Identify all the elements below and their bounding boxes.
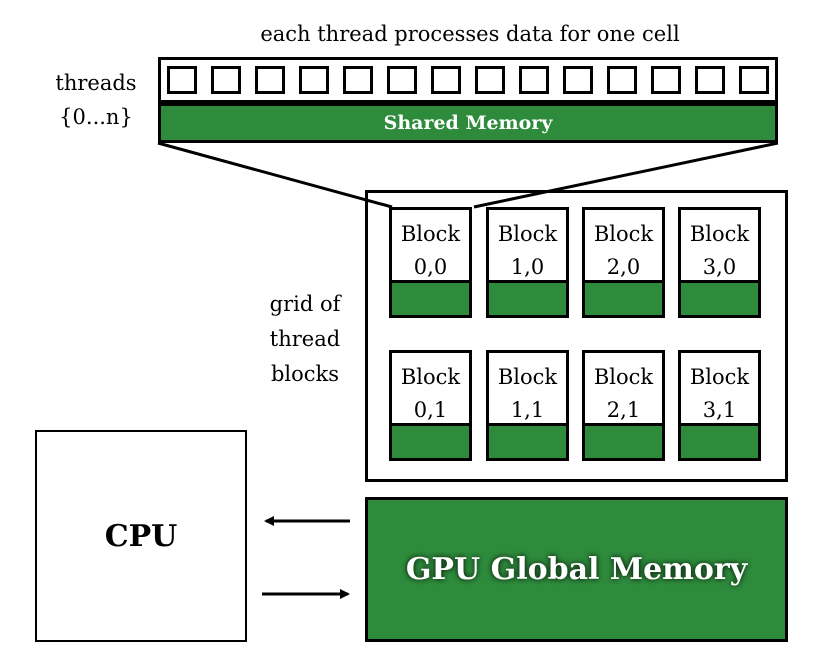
block-shared-memory — [681, 280, 758, 315]
threads-label: threads {0...n} — [40, 66, 152, 134]
thread-row — [158, 57, 778, 103]
block-id: 2,0 — [606, 255, 641, 279]
block-word: Block — [497, 222, 558, 246]
block-shared-memory — [681, 423, 758, 458]
threads-label-line1: threads — [55, 71, 137, 95]
thread-cell — [431, 66, 461, 94]
shared-memory-bar: Shared Memory — [158, 103, 778, 143]
grid-label-line1: grid of — [269, 292, 341, 316]
block-shared-memory — [489, 423, 566, 458]
block-word: Block — [497, 365, 558, 389]
block-label: Block 0,1 — [392, 361, 469, 427]
thread-cell — [739, 66, 769, 94]
block-label: Block 3,0 — [681, 218, 758, 284]
block-word: Block — [689, 222, 750, 246]
thread-block: Block 3,0 — [678, 207, 761, 318]
gpu-global-memory: GPU Global Memory — [365, 497, 788, 642]
thread-block: Block 3,1 — [678, 350, 761, 461]
thread-block: Block 1,1 — [486, 350, 569, 461]
block-id: 0,0 — [413, 255, 448, 279]
cpu-label: CPU — [104, 518, 178, 554]
block-label: Block 3,1 — [681, 361, 758, 427]
block-word: Block — [593, 365, 654, 389]
block-word: Block — [593, 222, 654, 246]
cpu-box: CPU — [35, 430, 247, 642]
thread-cell — [167, 66, 197, 94]
block-shared-memory — [489, 280, 566, 315]
block-label: Block 0,0 — [392, 218, 469, 284]
thread-cell — [475, 66, 505, 94]
block-label: Block 2,1 — [585, 361, 662, 427]
thread-cell — [607, 66, 637, 94]
block-shared-memory — [585, 280, 662, 315]
block-word: Block — [400, 365, 461, 389]
block-id: 1,1 — [510, 398, 545, 422]
gpu-global-memory-label: GPU Global Memory — [405, 552, 748, 587]
thread-block: Block 2,0 — [582, 207, 665, 318]
zoom-line-left — [157, 141, 393, 209]
threads-label-line2: {0...n} — [59, 105, 133, 129]
block-shared-memory — [392, 280, 469, 315]
block-id: 3,0 — [702, 255, 737, 279]
thread-block: Block 0,0 — [389, 207, 472, 318]
thread-cell — [299, 66, 329, 94]
thread-cell — [255, 66, 285, 94]
thread-cell — [651, 66, 681, 94]
zoom-line-right — [473, 141, 779, 209]
thread-cell — [563, 66, 593, 94]
thread-cell — [343, 66, 373, 94]
block-label: Block 1,1 — [489, 361, 566, 427]
block-shared-memory — [392, 423, 469, 458]
block-word: Block — [689, 365, 750, 389]
thread-cell — [387, 66, 417, 94]
thread-cell — [695, 66, 725, 94]
thread-block: Block 0,1 — [389, 350, 472, 461]
thread-caption: each thread processes data for one cell — [260, 22, 680, 46]
thread-block-grid — [365, 190, 788, 482]
block-id: 3,1 — [702, 398, 737, 422]
block-word: Block — [400, 222, 461, 246]
grid-label-line2: thread — [269, 327, 341, 351]
block-id: 2,1 — [606, 398, 641, 422]
block-label: Block 1,0 — [489, 218, 566, 284]
thread-cell — [519, 66, 549, 94]
thread-block: Block 2,1 — [582, 350, 665, 461]
thread-cell — [211, 66, 241, 94]
grid-label: grid of thread blocks — [255, 287, 355, 392]
block-id: 1,0 — [510, 255, 545, 279]
block-label: Block 2,0 — [585, 218, 662, 284]
thread-block: Block 1,0 — [486, 207, 569, 318]
block-shared-memory — [585, 423, 662, 458]
block-id: 0,1 — [413, 398, 448, 422]
grid-label-line3: blocks — [270, 362, 340, 386]
